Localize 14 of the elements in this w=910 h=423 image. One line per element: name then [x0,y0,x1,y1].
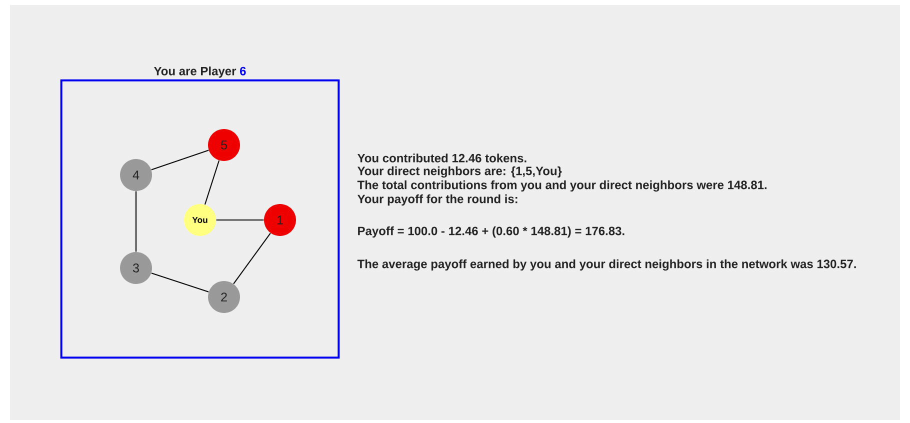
result-text: Your direct neighbors are: {1,5,You} [357,166,562,178]
network-frame [60,79,340,359]
result-text: The total contributions from you and your direct neighbors were 148.81. [357,180,767,192]
connection-line [151,150,209,170]
result-text: You contributed 12.46 tokens. [357,154,526,162]
connection-line [151,272,209,292]
connection-line [135,191,137,252]
result-text: Payoff = 100.0 - 12.46 + (0.60 * 148.81) = 176.83. [358,226,624,238]
connection-line [233,232,271,284]
connection-line [204,160,220,205]
result-text: The average payoff earned by you and your direct neighbors in the network was 130.57. [357,259,856,271]
connection-line [216,219,264,221]
result-text: Your payoff for the round is: [357,194,518,206]
panel-title: You are Player 6 [154,66,246,78]
